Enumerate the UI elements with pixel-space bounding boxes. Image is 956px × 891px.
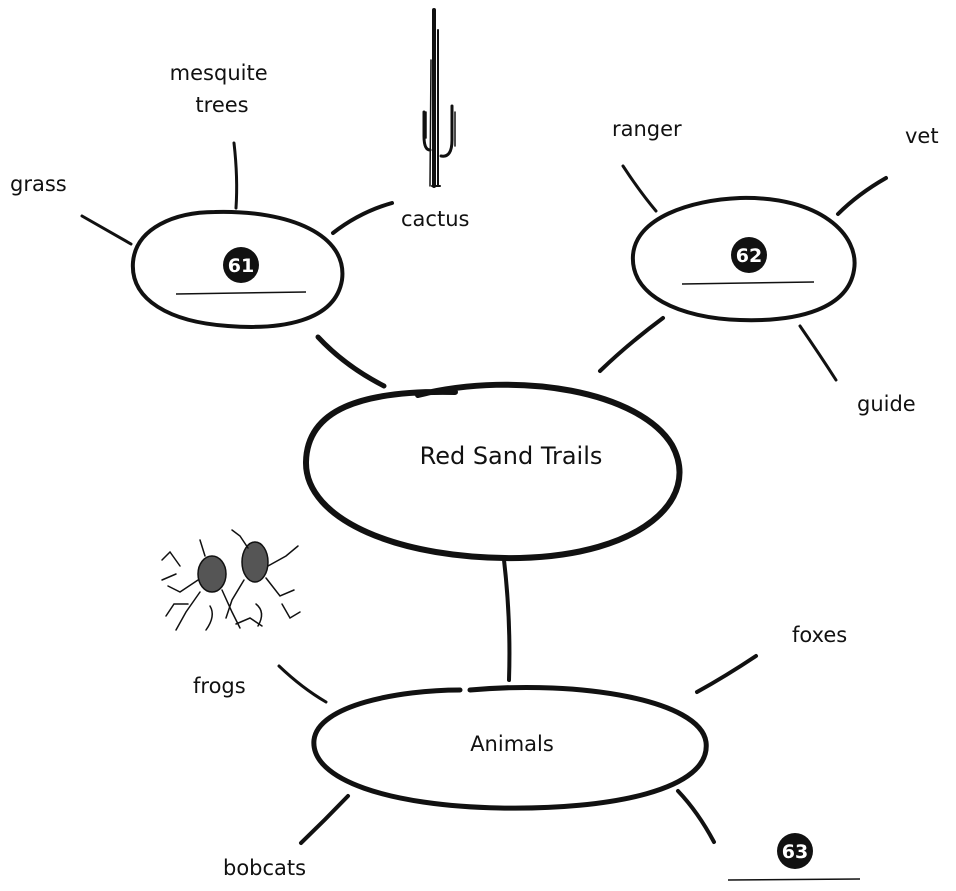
- spoke-label-foxes: foxes: [792, 623, 847, 647]
- cactus-illustration: [422, 8, 456, 188]
- spoke-label-vet: vet: [905, 124, 939, 148]
- animals-label: Animals: [470, 732, 554, 756]
- connector-center-animals: [502, 558, 512, 682]
- center-label: Red Sand Trails: [420, 442, 603, 470]
- spoke-label-bobcats: bobcats: [223, 856, 306, 880]
- center-node: Red Sand Trails: [302, 381, 683, 562]
- blank-63-line[interactable]: [727, 878, 861, 881]
- animals-spokes: frogs foxes bobcats 63: [193, 623, 861, 881]
- blank-61-number: 61: [228, 255, 254, 277]
- frogs-illustration: [161, 529, 301, 631]
- spoke-bobcats: [299, 794, 350, 845]
- spoke-grass: [80, 214, 133, 246]
- animals-oval: [311, 684, 709, 811]
- spoke-blank-63: [676, 789, 716, 844]
- blank-63-badge: [777, 833, 813, 869]
- plants-node: 61: [130, 209, 345, 329]
- blank-61-line[interactable]: [175, 291, 307, 295]
- jobs-spokes: ranger vet guide: [612, 117, 939, 416]
- animals-node: Animals: [311, 684, 709, 811]
- jobs-node: 62: [630, 195, 857, 323]
- spoke-frogs: [277, 664, 328, 704]
- spoke-mesquite-trees: [232, 141, 239, 210]
- spoke-label-frogs: frogs: [193, 674, 246, 698]
- spoke-cactus: [331, 201, 394, 235]
- spoke-guide: [798, 324, 838, 382]
- blank-62-number: 62: [736, 245, 762, 267]
- blank-62-badge: [731, 237, 767, 273]
- plants-oval: [130, 209, 345, 329]
- spoke-label-cactus: cactus: [401, 207, 469, 231]
- spoke-label-grass: grass: [10, 172, 67, 196]
- spoke-label-mesquite-trees: mesquite trees: [170, 61, 275, 117]
- connectors: [315, 316, 665, 682]
- center-oval: [302, 381, 683, 562]
- plants-spokes: grass mesquite trees cactus: [10, 61, 469, 246]
- blank-62-line[interactable]: [681, 281, 815, 285]
- spoke-vet: [836, 176, 888, 216]
- blank-63-number: 63: [782, 841, 808, 863]
- blank-61-badge: [223, 247, 259, 283]
- connector-jobs-center: [598, 316, 665, 373]
- spoke-label-ranger: ranger: [612, 117, 682, 141]
- spoke-foxes: [695, 654, 758, 694]
- jobs-oval: [630, 195, 857, 323]
- spoke-label-guide: guide: [857, 392, 916, 416]
- spoke-ranger: [621, 164, 658, 213]
- connector-plants-center: [315, 334, 387, 389]
